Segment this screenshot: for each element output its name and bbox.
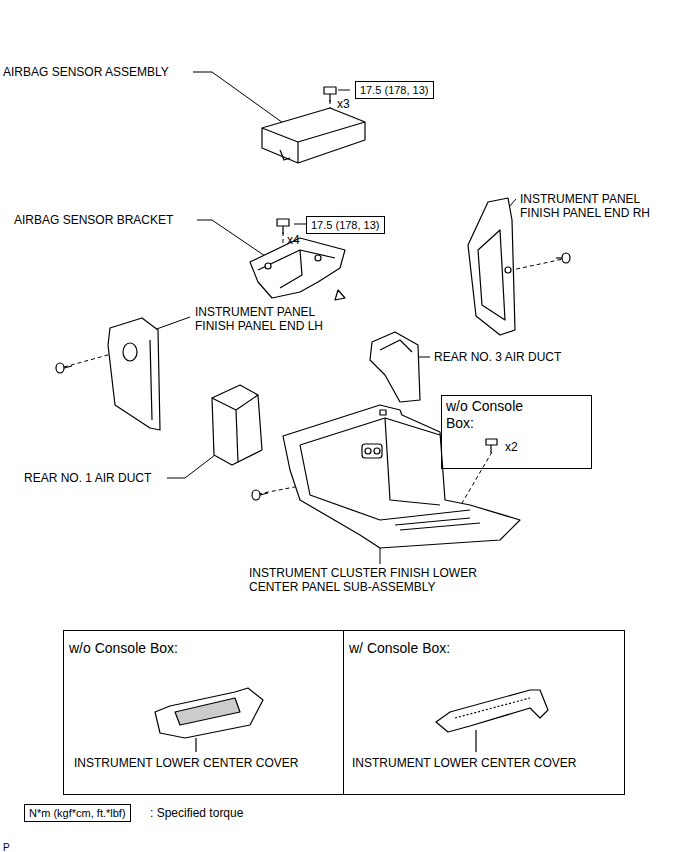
box-subtext: x2: [505, 440, 518, 455]
box-subtext: INSTRUMENT LOWER CENTER COVER: [352, 756, 576, 771]
box-text: 17.5 (178, 13): [307, 217, 384, 233]
page-mark: P: [3, 841, 10, 852]
torque-box: 17.5 (178, 13): [355, 81, 434, 99]
variant-cell: w/ Console Box: INSTRUMENT LOWER CENTER C…: [343, 630, 625, 795]
variant-cell: w/o Console Box: INSTRUMENT LOWER CENTER …: [63, 630, 344, 795]
part-name: REAR NO. 1 AIR DUCT: [24, 471, 151, 485]
part-name: INSTRUMENT PANEL FINISH PANEL END LH: [195, 305, 355, 333]
box-subtext: INSTRUMENT LOWER CENTER COVER: [74, 756, 298, 771]
part-name: AIRBAG SENSOR ASSEMBLY: [3, 65, 169, 79]
torque-box: 17.5 (178, 13): [306, 216, 385, 234]
part-name: INSTRUMENT PANEL FINISH PANEL END RH: [520, 192, 680, 220]
legend-box: N*m (kgf*cm, ft.*lbf): [24, 804, 131, 822]
part-name: REAR NO. 3 AIR DUCT: [434, 350, 561, 364]
box-text: w/o Console Box:: [69, 639, 178, 657]
quantity: x3: [337, 97, 350, 111]
variant-box: w/o Console Box: x2: [441, 395, 592, 469]
box-text: w/o Console Box:: [446, 398, 546, 432]
part-name: AIRBAG SENSOR BRACKET: [14, 213, 173, 227]
quantity: x4: [287, 233, 300, 247]
box-text: 17.5 (178, 13): [356, 82, 433, 98]
box-text: N*m (kgf*cm, ft.*lbf): [25, 805, 130, 821]
part-name: INSTRUMENT CLUSTER FINISH LOWER CENTER P…: [249, 566, 511, 594]
legend-text: : Specified torque: [150, 806, 243, 820]
box-text: w/ Console Box:: [349, 639, 450, 657]
